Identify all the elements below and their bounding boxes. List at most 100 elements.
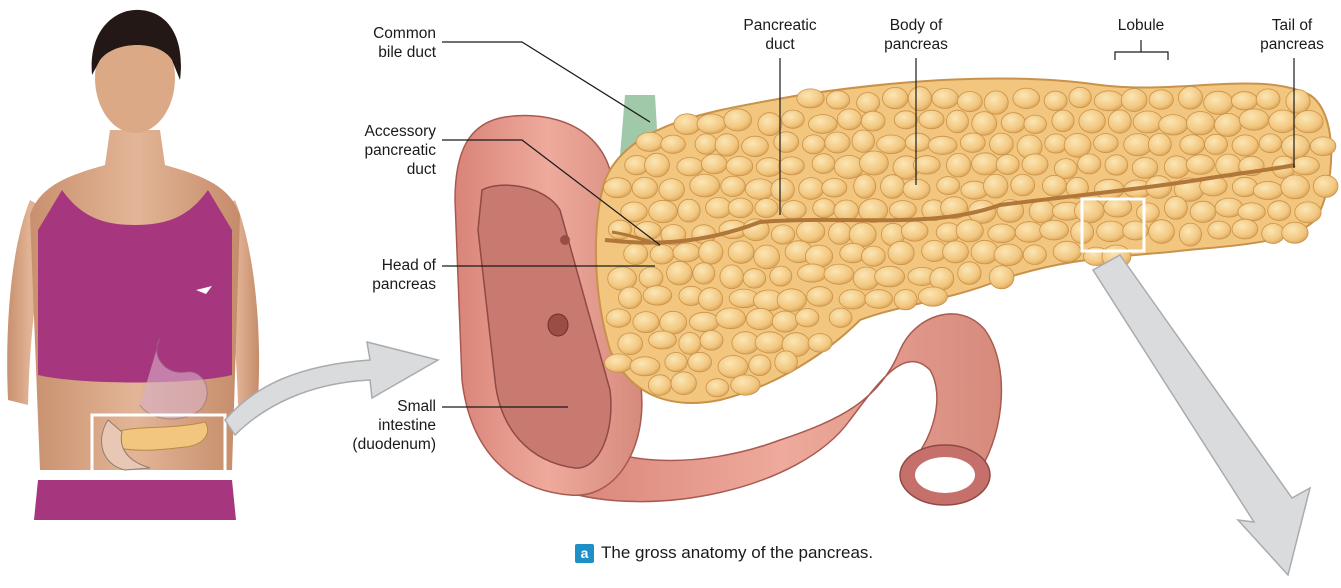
pancreas-lobule	[1124, 134, 1152, 156]
pancreas-lobule	[796, 309, 819, 327]
pancreas-lobule	[689, 312, 719, 331]
pancreas-lobule	[839, 290, 866, 309]
pancreas-lobule	[771, 225, 794, 244]
pancreas-lobule	[1044, 91, 1067, 110]
caption-text: The gross anatomy of the pancreas.	[601, 543, 873, 563]
pancreas-lobule	[930, 267, 954, 290]
pancreas-lobule	[875, 266, 905, 287]
pancreas-lobule	[1164, 156, 1189, 178]
pancreas-lobule	[888, 241, 914, 264]
pancreas-lobule	[808, 115, 837, 134]
pancreas-lobule	[659, 179, 684, 201]
pancreas-lobule	[829, 222, 852, 244]
pancreas-lobule	[746, 308, 774, 329]
pancreas-lobule	[894, 111, 917, 129]
pancreas-lobule	[860, 151, 889, 175]
pancreas-lobule	[781, 201, 806, 220]
pancreas-lobule	[779, 157, 805, 175]
pancreas-lobule	[881, 175, 905, 199]
pancreas-lobule	[706, 379, 729, 397]
pancreas-lobule	[1313, 175, 1338, 197]
pancreas-lobule	[1029, 200, 1054, 223]
pancreas-lobule	[799, 178, 824, 200]
pancreas-lobule	[796, 220, 824, 243]
pancreas-lobule	[988, 224, 1016, 243]
pancreas-lobule	[1282, 222, 1308, 243]
pancreas-lobule	[1281, 175, 1310, 199]
pancreas-lobule	[908, 87, 931, 111]
pancreas-lobule	[701, 154, 727, 174]
pancreas-lobule	[754, 245, 780, 269]
pancreas-lobule	[946, 110, 968, 133]
pancreas-lobule	[643, 286, 672, 305]
pancreas-lobule	[797, 89, 824, 108]
shorts	[34, 480, 236, 520]
pancreas-lobule	[633, 312, 659, 333]
pancreas-lobule	[1164, 196, 1187, 219]
pancreas-lobule	[1015, 222, 1043, 243]
person-figure	[7, 10, 259, 520]
pancreas-lobule	[972, 153, 999, 175]
pancreas-lobule	[649, 331, 677, 349]
pancreas-lobule	[700, 331, 723, 351]
pancreas-lobule	[782, 110, 805, 128]
pancreas-lobule	[1011, 174, 1035, 195]
pancreas-lobule	[695, 134, 717, 154]
pancreas-lobule	[1052, 110, 1074, 132]
pancreas-lobule	[865, 290, 893, 309]
pancreas-lobule	[958, 262, 981, 285]
pancreas-lobule	[649, 200, 678, 222]
label-text: pancreatic	[306, 141, 436, 160]
pancreas-lobule	[630, 357, 660, 376]
pancreas-lobule	[946, 153, 970, 177]
label-text: Tail of	[1244, 16, 1340, 35]
pancreas-lobule	[857, 93, 880, 114]
pancreas-lobule	[639, 267, 663, 288]
pancreas-lobule	[1238, 203, 1265, 221]
pancreas-lobule	[1121, 89, 1147, 112]
pancreas-lobule	[772, 311, 798, 332]
label-text: duct	[306, 160, 436, 179]
pancreas-lobule	[728, 241, 754, 263]
pancreas-lobule	[605, 354, 633, 372]
pancreas-lobule	[994, 244, 1023, 266]
pancreas-lobule	[726, 157, 753, 176]
pancreas-lobule	[972, 112, 997, 136]
pancreas-lobule	[918, 287, 947, 306]
duodenum-lumen	[915, 457, 975, 493]
label-lobule: Lobule	[1091, 16, 1191, 35]
pancreas-lobule	[1268, 201, 1291, 221]
leader-common-bile-duct	[442, 42, 650, 122]
pancreas-lobule	[996, 155, 1019, 175]
label-pancreatic-duct: Pancreatic duct	[710, 16, 850, 54]
pancreas-lobule	[1253, 182, 1283, 200]
pancreas-lobule	[673, 243, 700, 262]
pancreas-lobule	[619, 287, 642, 309]
pancreas-lobule	[1179, 223, 1201, 246]
pancreas-lobule	[1042, 175, 1066, 196]
label-text: (duodenum)	[306, 435, 436, 454]
label-text: bile duct	[306, 43, 436, 62]
duodenal-papilla	[548, 314, 568, 336]
pancreas-lobule	[1262, 224, 1285, 244]
pancreas-lobule	[606, 309, 631, 327]
pancreas-lobule	[678, 199, 700, 222]
pancreas-lobule	[1180, 135, 1205, 155]
label-common-bile-duct: Common bile duct	[306, 24, 436, 62]
label-text: intestine	[306, 416, 436, 435]
label-small-intestine: Small intestine (duodenum)	[306, 397, 436, 454]
minor-papilla	[560, 235, 570, 245]
pancreas-lobule	[731, 375, 760, 395]
pancreas-lobule	[990, 133, 1014, 155]
label-accessory-pancreatic-duct: Accessory pancreatic duct	[306, 122, 436, 179]
pancreas-lobule	[693, 263, 715, 284]
pancreas-lobule	[913, 156, 940, 174]
pancreas-lobule	[894, 290, 917, 310]
pancreas-lobule	[756, 158, 782, 177]
pancreas-lobule	[1045, 134, 1068, 153]
pancreas-lobule	[1186, 112, 1214, 135]
pancreas-lobule	[1310, 137, 1336, 156]
pancreas-lobule	[1232, 219, 1258, 239]
